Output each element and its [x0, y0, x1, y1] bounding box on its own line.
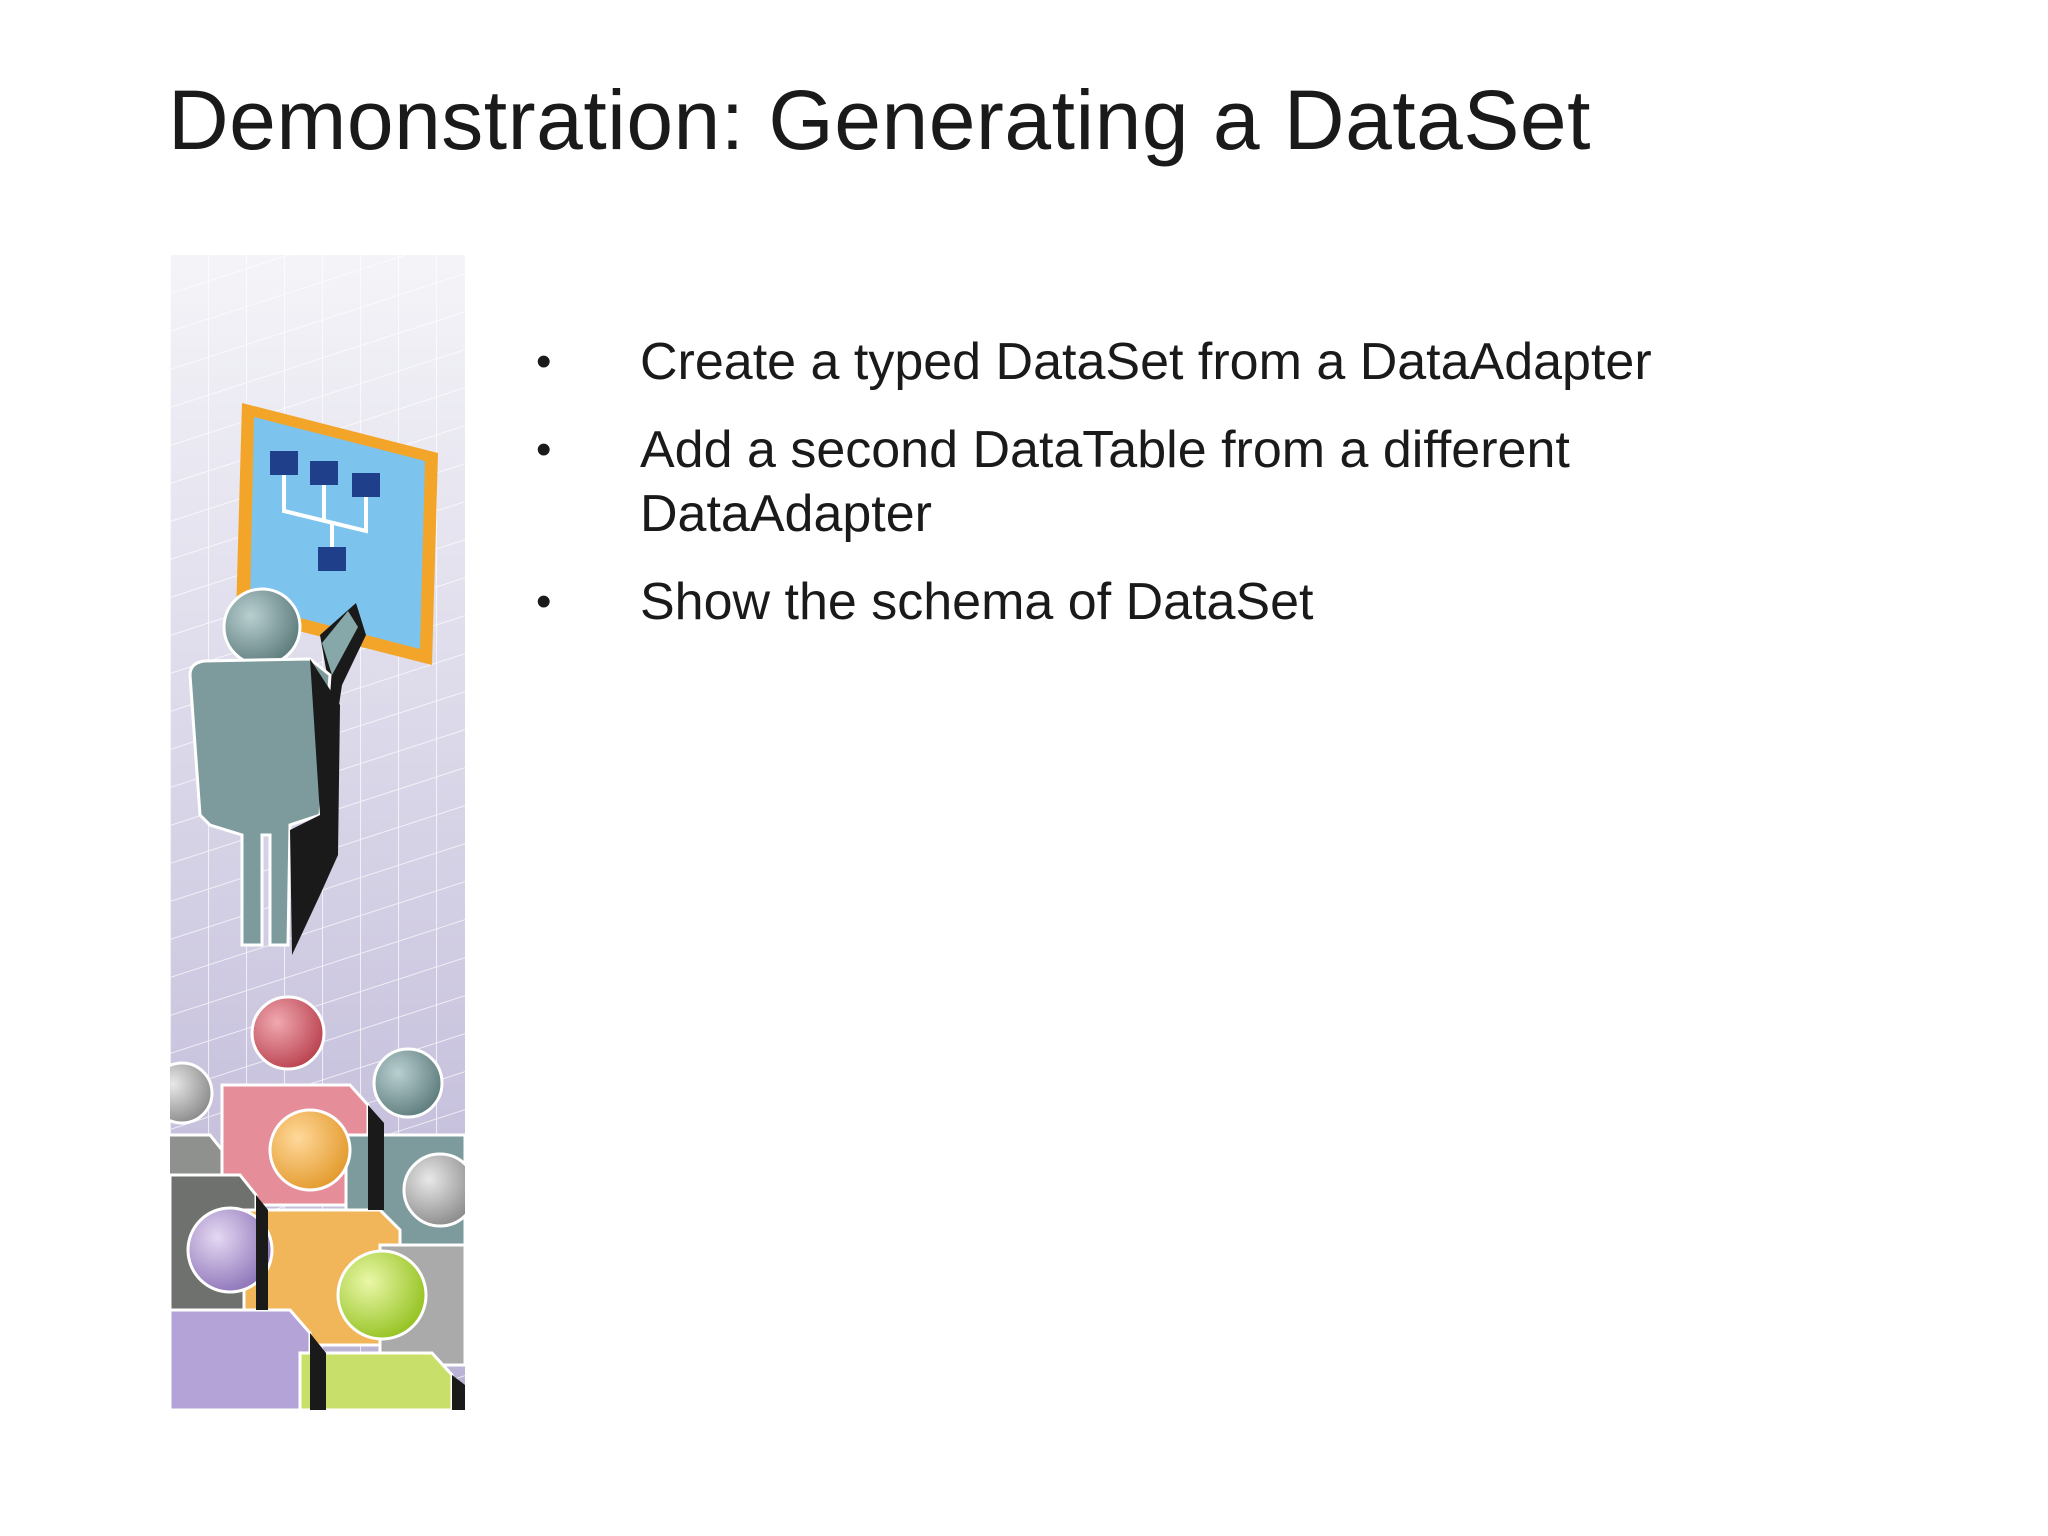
bullet-item: • Add a second DataTable from a differen…	[530, 418, 1770, 546]
bullet-text: Create a typed DataSet from a DataAdapte…	[640, 333, 1652, 391]
bullet-item: • Create a typed DataSet from a DataAdap…	[530, 330, 1770, 394]
bullet-list: • Create a typed DataSet from a DataAdap…	[530, 330, 1770, 658]
bullet-marker: •	[536, 425, 552, 474]
presenter-audience-illustration	[170, 255, 465, 1410]
bullet-item: • Show the schema of DataSet	[530, 570, 1770, 634]
bullet-marker: •	[536, 337, 552, 386]
bullet-text: Show the schema of DataSet	[640, 573, 1314, 631]
slide-title: Demonstration: Generating a DataSet	[168, 73, 1591, 167]
bullet-text: Add a second DataTable from a different …	[640, 421, 1570, 543]
bullet-marker: •	[536, 577, 552, 626]
